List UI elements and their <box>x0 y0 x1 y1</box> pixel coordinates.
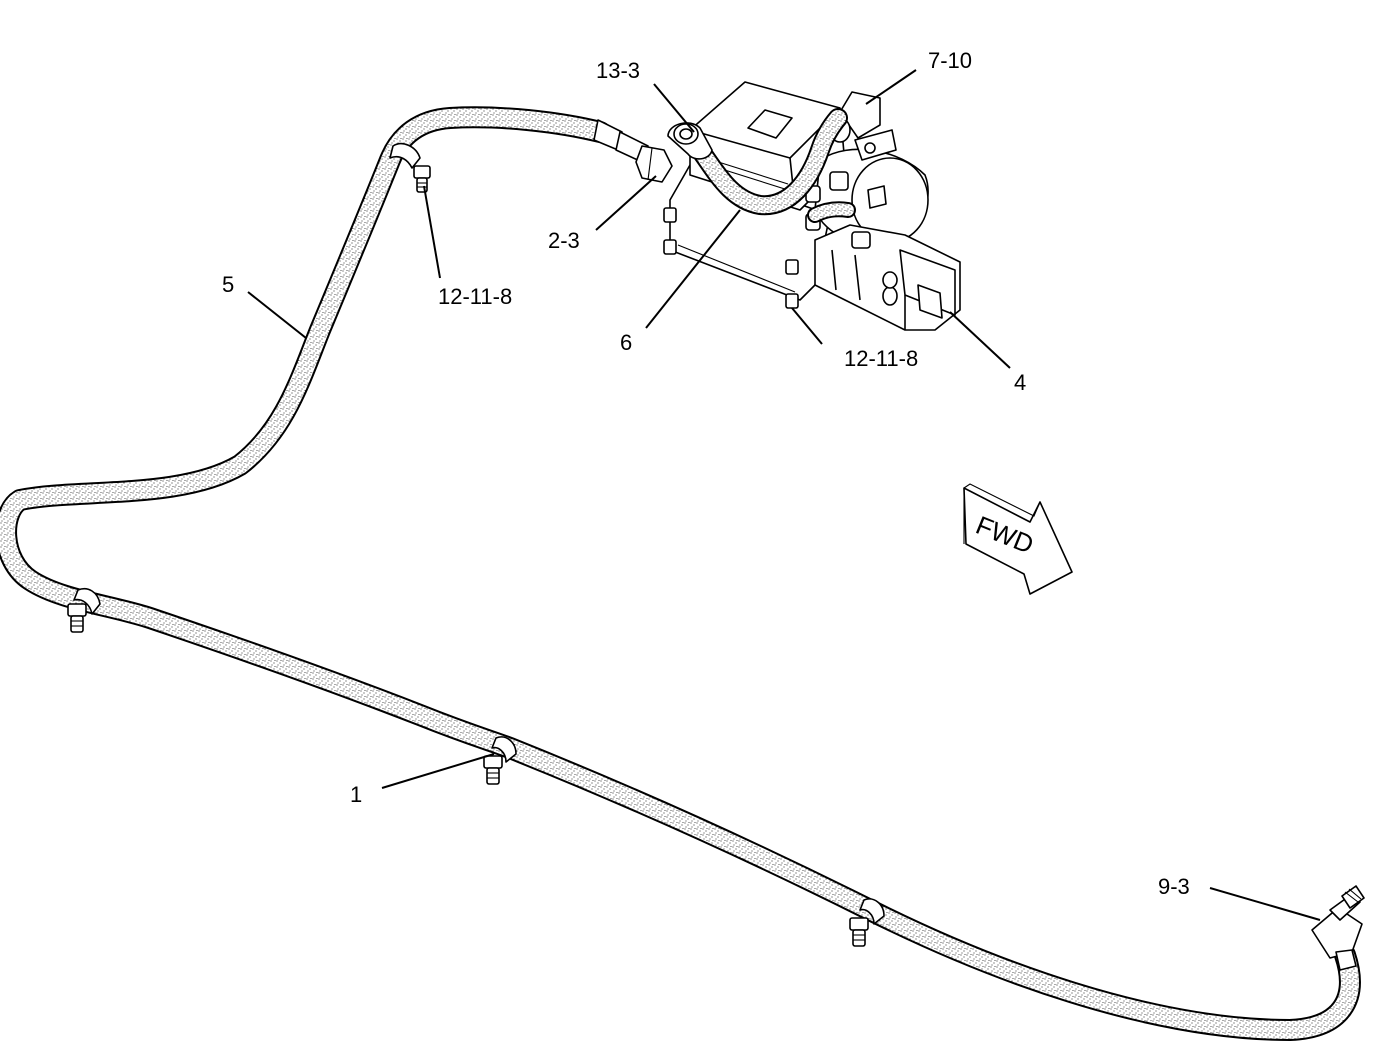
clamp-middle <box>483 736 517 785</box>
clamp-left <box>67 588 101 633</box>
clamp-upper <box>389 142 431 193</box>
callout-12-11-8-top: 12-11-8 <box>438 284 512 309</box>
callout-6: 6 <box>620 330 632 355</box>
leader-2-3 <box>595 175 657 231</box>
callout-12-11-8-bottom: 12-11-8 <box>844 346 918 371</box>
callout-labels: 13-3 7-10 2-3 5 12-11-8 6 12-11-8 4 1 9-… <box>222 48 1190 899</box>
callout-4: 4 <box>1014 370 1026 395</box>
leader-6 <box>645 209 741 329</box>
bracket-bolts <box>663 207 799 309</box>
callout-7-10: 7-10 <box>928 48 972 73</box>
swivel-fitting <box>667 122 713 160</box>
callout-1: 1 <box>350 782 362 807</box>
pump-assembly-icon <box>663 81 961 331</box>
leader-5 <box>247 291 307 339</box>
elbow-fitting-icon <box>1311 885 1365 971</box>
leader-1 <box>381 753 495 789</box>
leader-9-3 <box>1209 887 1321 921</box>
callout-9-3: 9-3 <box>1158 874 1190 899</box>
leader-4 <box>949 311 1011 369</box>
hose-clamp-icon <box>67 142 885 947</box>
clamp-lower <box>849 898 885 947</box>
leader-7-10 <box>865 69 917 105</box>
callout-2-3: 2-3 <box>548 228 580 253</box>
short-hose <box>690 108 856 223</box>
callout-5: 5 <box>222 272 234 297</box>
leader-12-11-8-top <box>423 185 441 279</box>
main-hose <box>0 106 1361 1041</box>
leader-12-11-8-bottom <box>791 307 823 345</box>
hose-fitting-left <box>593 119 673 183</box>
callout-13-3: 13-3 <box>596 58 640 83</box>
leader-lines <box>247 69 1321 921</box>
forward-direction-arrow-icon: FWD <box>963 483 1073 595</box>
leader-13-3 <box>653 83 695 133</box>
